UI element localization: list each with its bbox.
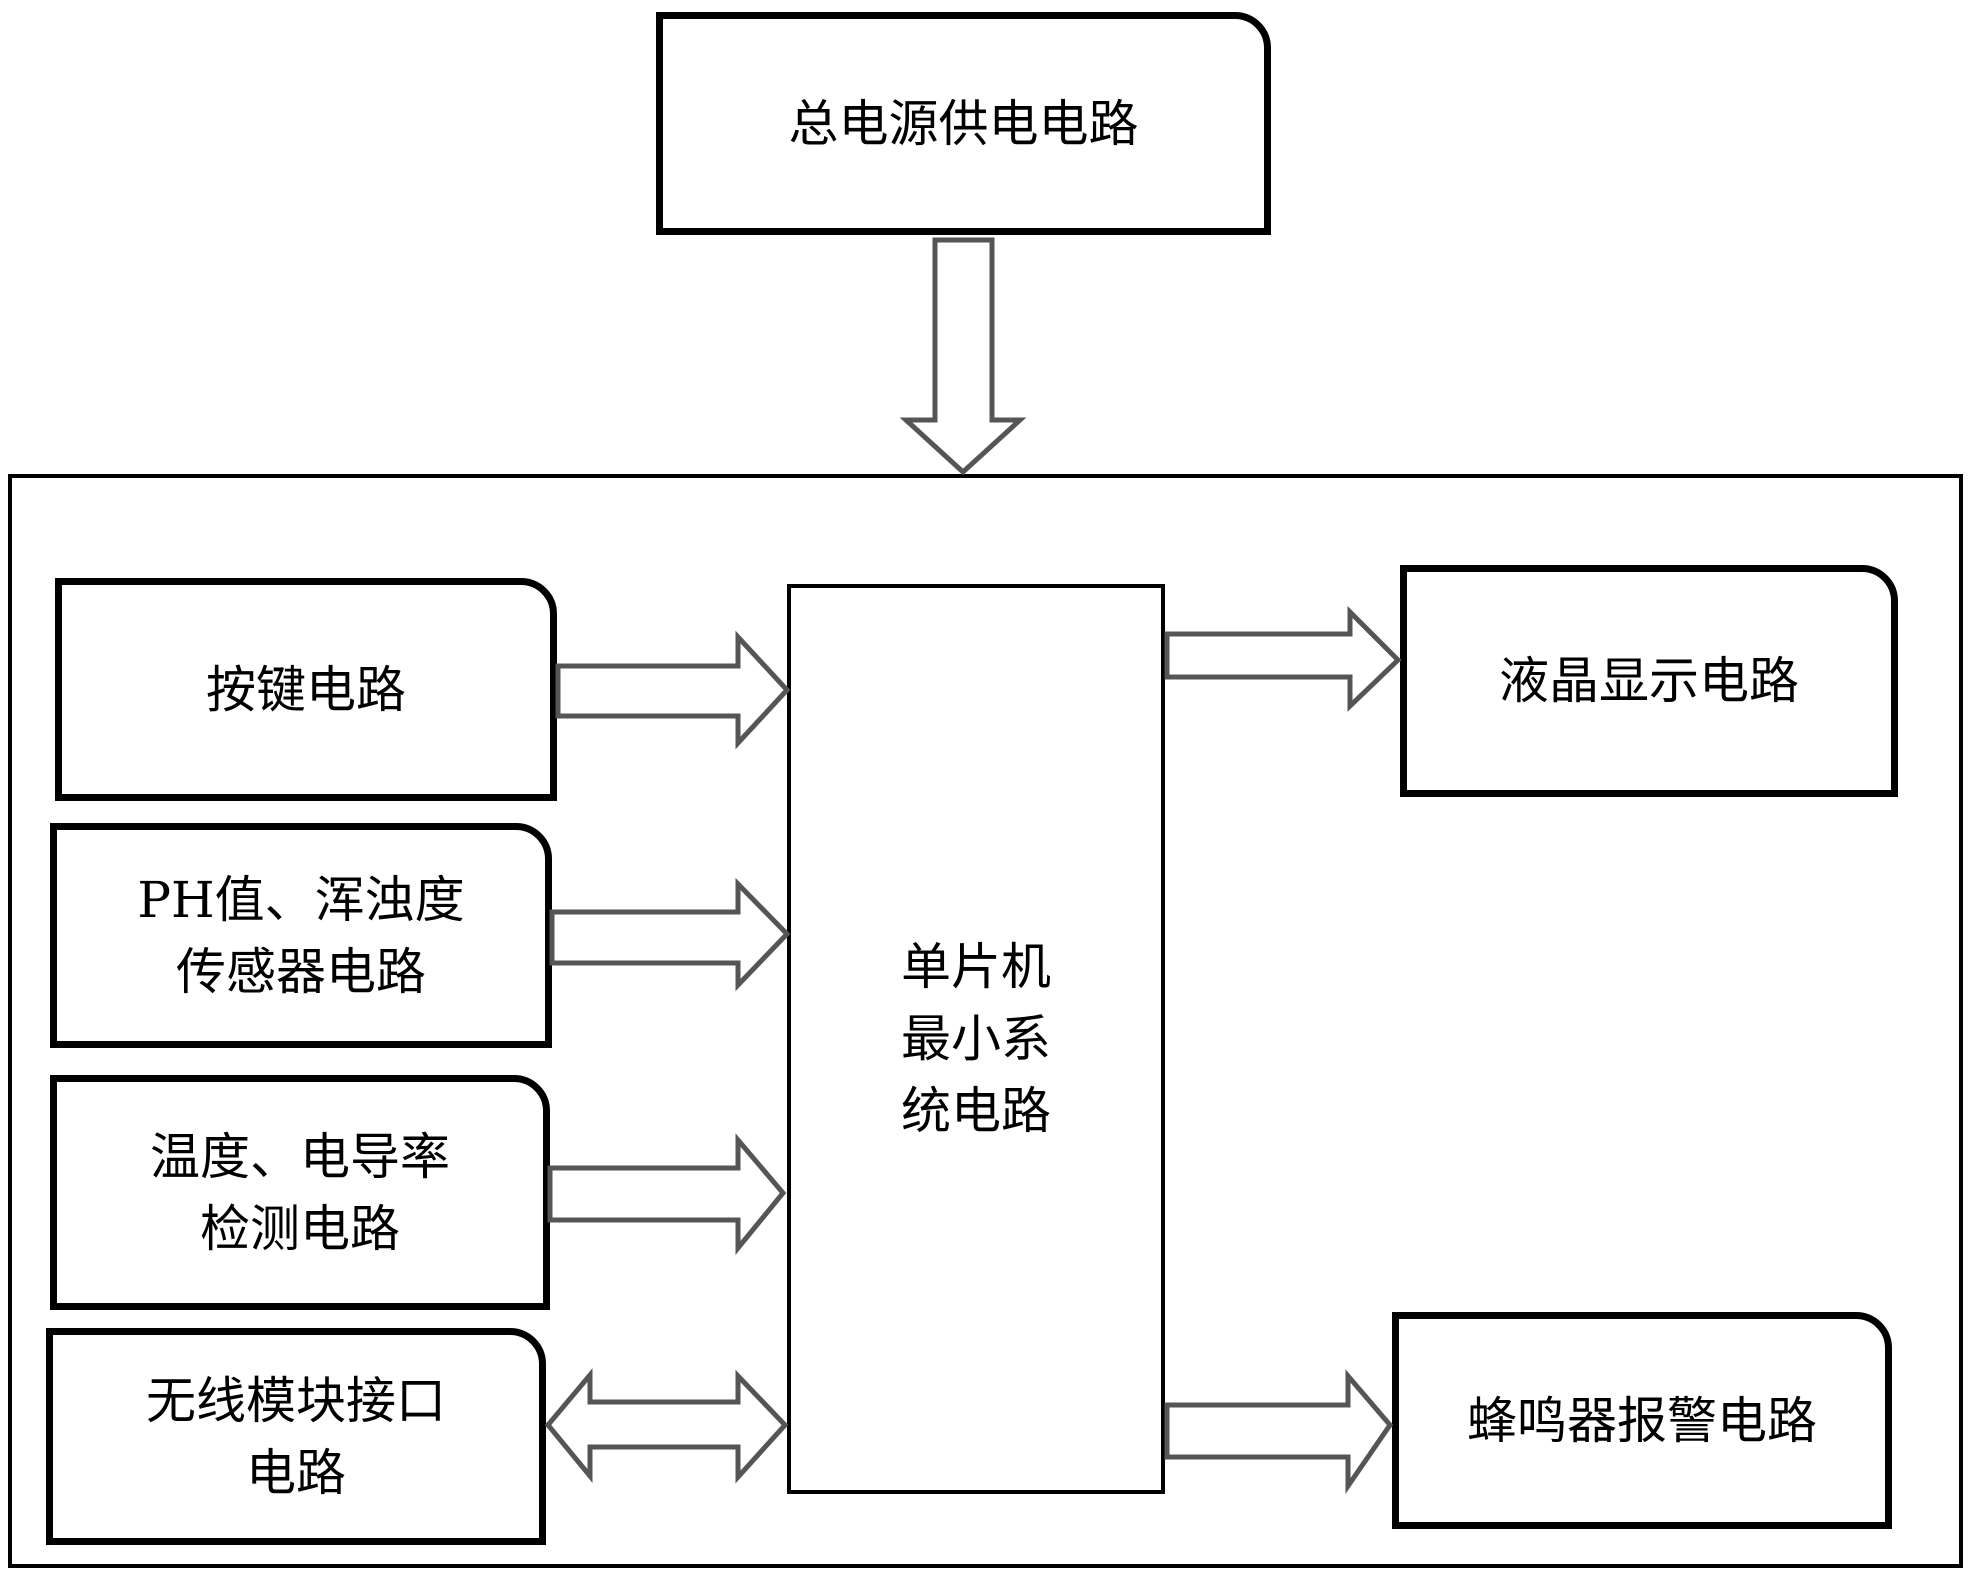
buzzer-label: 蜂鸣器报警电路 <box>1467 1391 1817 1450</box>
temp-conductivity-box: 温度、电导率 检测电路 <box>50 1075 550 1310</box>
temp-conductivity-label-2: 检测电路 <box>200 1199 400 1258</box>
wireless-box: 无线模块接口 电路 <box>46 1328 546 1545</box>
mcu-label-1: 单片机 <box>901 938 1051 996</box>
mcu-label-2: 最小系 <box>901 1010 1051 1068</box>
buzzer-box: 蜂鸣器报警电路 <box>1392 1312 1892 1529</box>
wireless-label-2: 电路 <box>246 1443 346 1502</box>
power-arrow <box>899 237 1027 476</box>
keypad-label: 按键电路 <box>206 660 406 719</box>
ph-turbidity-label-2: 传感器电路 <box>176 942 426 1001</box>
ph-turbidity-label-1: PH值、浑浊度 <box>137 870 465 929</box>
power-supply-label: 总电源供电电路 <box>788 94 1139 153</box>
ph-turbidity-box: PH值、浑浊度 传感器电路 <box>50 823 552 1048</box>
power-supply-box: 总电源供电电路 <box>656 12 1271 235</box>
temp-conductivity-label-1: 温度、电导率 <box>150 1127 450 1186</box>
lcd-label: 液晶显示电路 <box>1499 652 1799 710</box>
lcd-box: 液晶显示电路 <box>1400 565 1898 797</box>
wireless-label-1: 无线模块接口 <box>146 1371 446 1430</box>
keypad-box: 按键电路 <box>55 578 557 801</box>
system-boundary <box>8 474 1963 1568</box>
mcu-label-3: 统电路 <box>901 1082 1051 1140</box>
mcu-box: 单片机 最小系 统电路 <box>787 584 1165 1494</box>
